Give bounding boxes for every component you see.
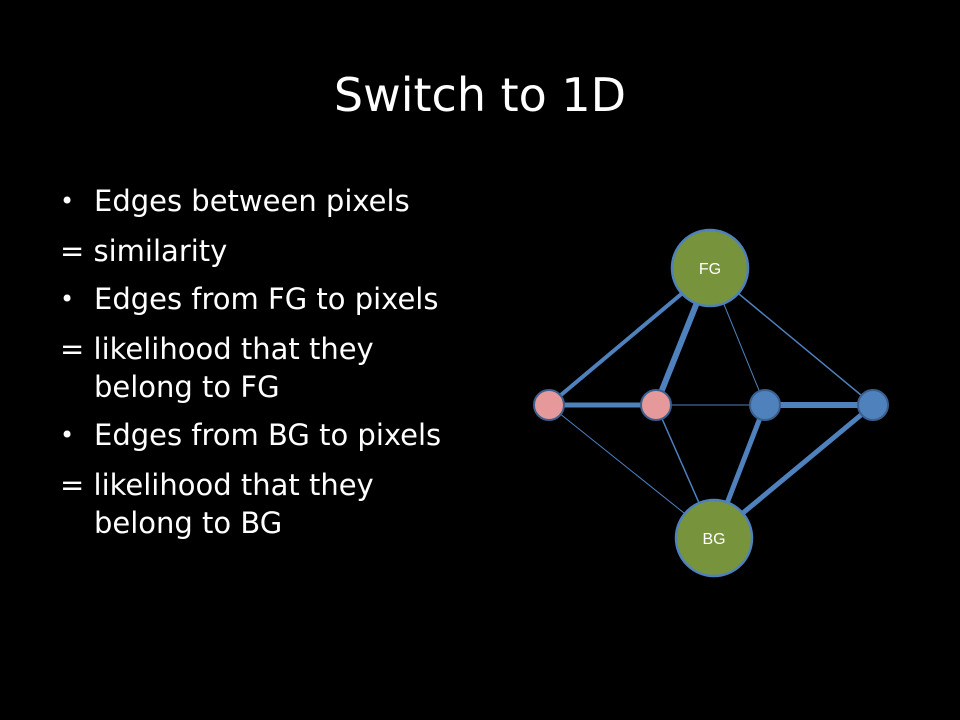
bullet-item: • Edges between pixels xyxy=(60,182,530,220)
bullet-continuation: belong to FG xyxy=(94,370,280,404)
bullet-continuation: belong to BG xyxy=(94,506,283,540)
fg-node-label: FG xyxy=(699,261,721,278)
pixel-node-2 xyxy=(640,389,672,421)
bg-node-label: BG xyxy=(702,531,725,548)
bullet-icon: • xyxy=(60,285,75,313)
bullet-item: • Edges from BG to pixels xyxy=(60,416,530,454)
pixel-node-4 xyxy=(857,389,889,421)
bullet-icon: • xyxy=(60,421,75,449)
pixel-node-3 xyxy=(749,389,781,421)
bullet-icon: • xyxy=(60,187,75,215)
bullet-continuation: = likelihood that they xyxy=(60,468,374,502)
bullet-continuation: = likelihood that they xyxy=(60,332,374,366)
fg-node xyxy=(670,228,750,308)
bullet-continuation: = similarity xyxy=(60,234,228,268)
bullet-item: • Edges from FG to pixels xyxy=(60,280,530,318)
pixel-node-1 xyxy=(533,389,565,421)
bg-node xyxy=(674,498,754,578)
bullet-list: • Edges between pixels = similarity • Edge… xyxy=(60,172,530,542)
bullet-text: Edges between pixels xyxy=(94,184,410,218)
bullet-text: Edges from FG to pixels xyxy=(94,282,439,316)
slide-title: Switch to 1D xyxy=(333,68,627,122)
bullet-text: Edges from BG to pixels xyxy=(94,418,442,452)
